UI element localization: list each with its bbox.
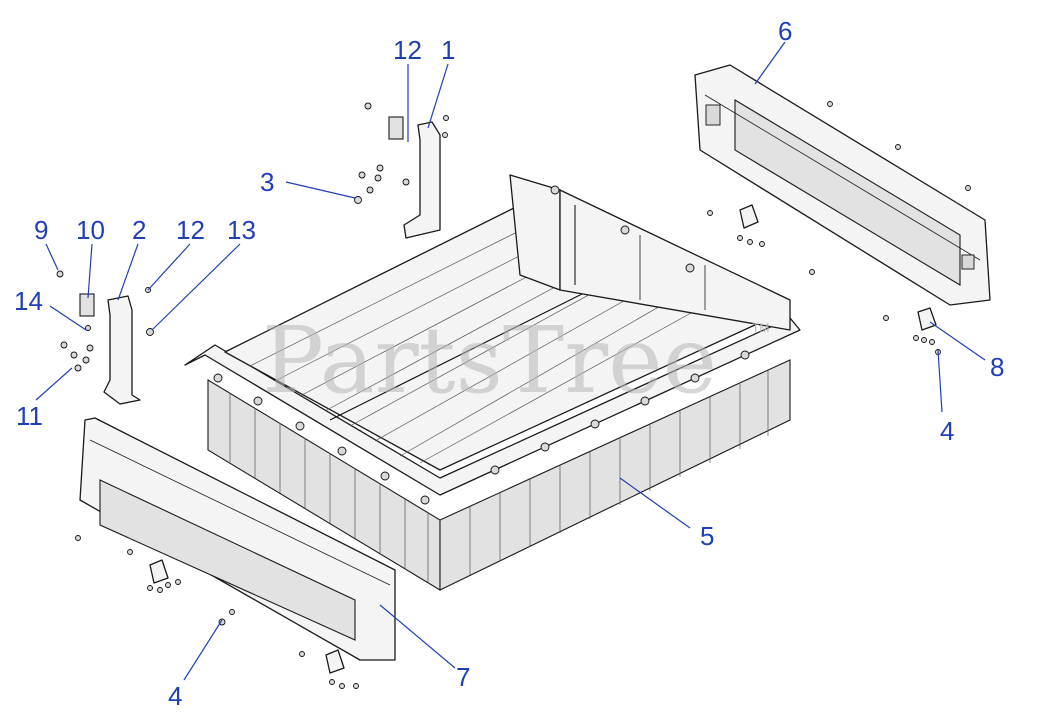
leader-lines xyxy=(35,41,986,681)
callout-6: 6 xyxy=(778,16,792,46)
callout-12-upper: 12 xyxy=(393,35,422,65)
watermark-trademark: TM xyxy=(752,321,769,335)
callout-4-left: 4 xyxy=(168,681,182,711)
callout-9: 9 xyxy=(34,215,48,245)
callout-labels: 12 1 6 3 9 10 2 12 13 14 11 8 4 5 7 4 xyxy=(14,16,1004,711)
callout-3: 3 xyxy=(260,167,274,197)
callout-14: 14 xyxy=(14,286,43,316)
fasteners xyxy=(56,101,971,689)
callout-11: 11 xyxy=(16,401,43,431)
callout-2: 2 xyxy=(132,215,146,245)
callout-12-lower: 12 xyxy=(176,215,205,245)
hinge-brackets xyxy=(149,204,937,674)
callout-10: 10 xyxy=(76,215,105,245)
cargo-box xyxy=(184,174,801,591)
watermark-text: PartsTree xyxy=(262,307,717,414)
bracket-right xyxy=(388,116,441,239)
callout-7: 7 xyxy=(456,662,470,692)
callout-1: 1 xyxy=(441,35,455,65)
callout-13: 13 xyxy=(227,215,256,245)
front-panel xyxy=(79,417,396,661)
callout-5: 5 xyxy=(700,521,714,551)
callout-8: 8 xyxy=(990,352,1004,382)
callout-4-right: 4 xyxy=(940,416,954,446)
bracket-left xyxy=(79,293,141,405)
rear-panel xyxy=(694,64,991,306)
